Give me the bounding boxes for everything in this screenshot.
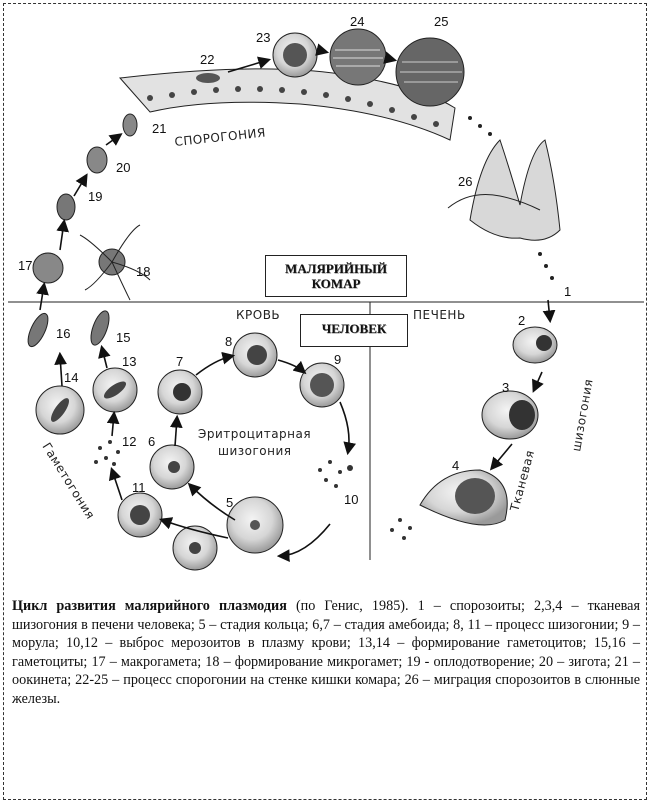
malaria-life-cycle-diagram: 1 2 3 4 5 6 7 8 9 10 11 12 13 14 15 16 1… bbox=[8, 14, 644, 571]
num-11: 11 bbox=[132, 480, 146, 495]
zygote-20 bbox=[86, 146, 108, 174]
rbc-9 bbox=[299, 362, 345, 408]
label-erythro-1: Эритроцитарная bbox=[198, 427, 311, 441]
num-2: 2 bbox=[518, 313, 525, 328]
figure-caption: Цикл развития малярийного плазмодия (по … bbox=[12, 597, 640, 709]
label-liver: ПЕЧЕНЬ bbox=[413, 308, 466, 322]
microgametes-18 bbox=[79, 224, 151, 301]
oocyst-23 bbox=[272, 32, 318, 78]
num-7: 7 bbox=[176, 354, 183, 369]
num-10: 10 bbox=[344, 492, 358, 507]
rbc-6 bbox=[149, 444, 195, 490]
num-3: 3 bbox=[502, 380, 509, 395]
num-24: 24 bbox=[350, 14, 364, 29]
liver-cell-4 bbox=[419, 469, 508, 526]
gametocyte-16 bbox=[27, 312, 49, 348]
mosquito-box-line1: МАЛЯРИЙНЫЙ bbox=[285, 261, 387, 276]
num-22: 22 bbox=[200, 52, 214, 67]
num-15: 15 bbox=[116, 330, 130, 345]
num-25: 25 bbox=[434, 14, 448, 29]
rbc-8 bbox=[232, 332, 278, 378]
oocyst-25 bbox=[395, 37, 465, 107]
rbc-7 bbox=[157, 369, 203, 415]
num-18: 18 bbox=[136, 264, 150, 279]
label-sporogony: СПОРОГОНИЯ bbox=[174, 125, 267, 149]
label-tissue-1: Тканевая bbox=[507, 448, 537, 513]
liver-cell-3 bbox=[481, 390, 539, 440]
merozoites-10 bbox=[318, 460, 353, 488]
num-17: 17 bbox=[18, 258, 32, 273]
rbc-bottom bbox=[172, 525, 218, 571]
liver-cell-2 bbox=[512, 326, 558, 364]
cycle-arrows bbox=[36, 43, 556, 563]
num-14: 14 bbox=[64, 370, 78, 385]
label-blood: КРОВЬ bbox=[236, 308, 280, 322]
num-1: 1 bbox=[564, 284, 571, 299]
gut-wall bbox=[118, 68, 456, 141]
caption-title: Цикл развития малярийного плазмодия bbox=[12, 598, 287, 614]
rbc-13 bbox=[92, 367, 138, 413]
mosquito-box-line2: КОМАР bbox=[311, 276, 361, 291]
num-12: 12 bbox=[122, 434, 136, 449]
dashed-frame bbox=[3, 3, 647, 800]
num-23: 23 bbox=[256, 30, 270, 45]
rbc-14 bbox=[35, 385, 85, 435]
num-5: 5 bbox=[226, 495, 233, 510]
human-box-label: ЧЕЛОВЕК bbox=[321, 321, 387, 336]
num-9: 9 bbox=[334, 352, 341, 367]
salivary-glands-26 bbox=[447, 139, 561, 241]
mosquito-box: МАЛЯРИЙНЫЙ КОМАР bbox=[265, 255, 407, 297]
ookinete-21 bbox=[122, 113, 138, 137]
num-20: 20 bbox=[116, 160, 130, 175]
num-16: 16 bbox=[56, 326, 70, 341]
zygote-19 bbox=[56, 193, 76, 221]
human-box: ЧЕЛОВЕК bbox=[300, 314, 408, 347]
liver-merozoites-dots bbox=[390, 518, 412, 540]
oocyst-24 bbox=[329, 28, 387, 86]
num-26: 26 bbox=[458, 174, 472, 189]
merozoites-12 bbox=[94, 440, 120, 466]
num-13: 13 bbox=[122, 354, 136, 369]
label-tissue-2: шизогония bbox=[569, 378, 596, 453]
num-8: 8 bbox=[225, 334, 232, 349]
macrogamete-17 bbox=[32, 252, 64, 284]
stage-numbers: 1 2 3 4 5 6 7 8 9 10 11 12 13 14 15 16 1… bbox=[18, 14, 571, 510]
num-4: 4 bbox=[452, 458, 459, 473]
sporozoites-dots bbox=[468, 116, 554, 280]
rbc-5 bbox=[226, 496, 284, 554]
num-19: 19 bbox=[88, 189, 102, 204]
num-21: 21 bbox=[152, 121, 166, 136]
label-erythro-2: шизогония bbox=[218, 444, 292, 458]
rbc-11 bbox=[117, 492, 163, 538]
gametocyte-15 bbox=[90, 310, 110, 346]
caption-body: (по Генис, 1985). 1 – спорозоиты; 2,3,4 … bbox=[12, 598, 640, 707]
num-6: 6 bbox=[148, 434, 155, 449]
label-gametogony: Гаметогония bbox=[39, 440, 97, 522]
